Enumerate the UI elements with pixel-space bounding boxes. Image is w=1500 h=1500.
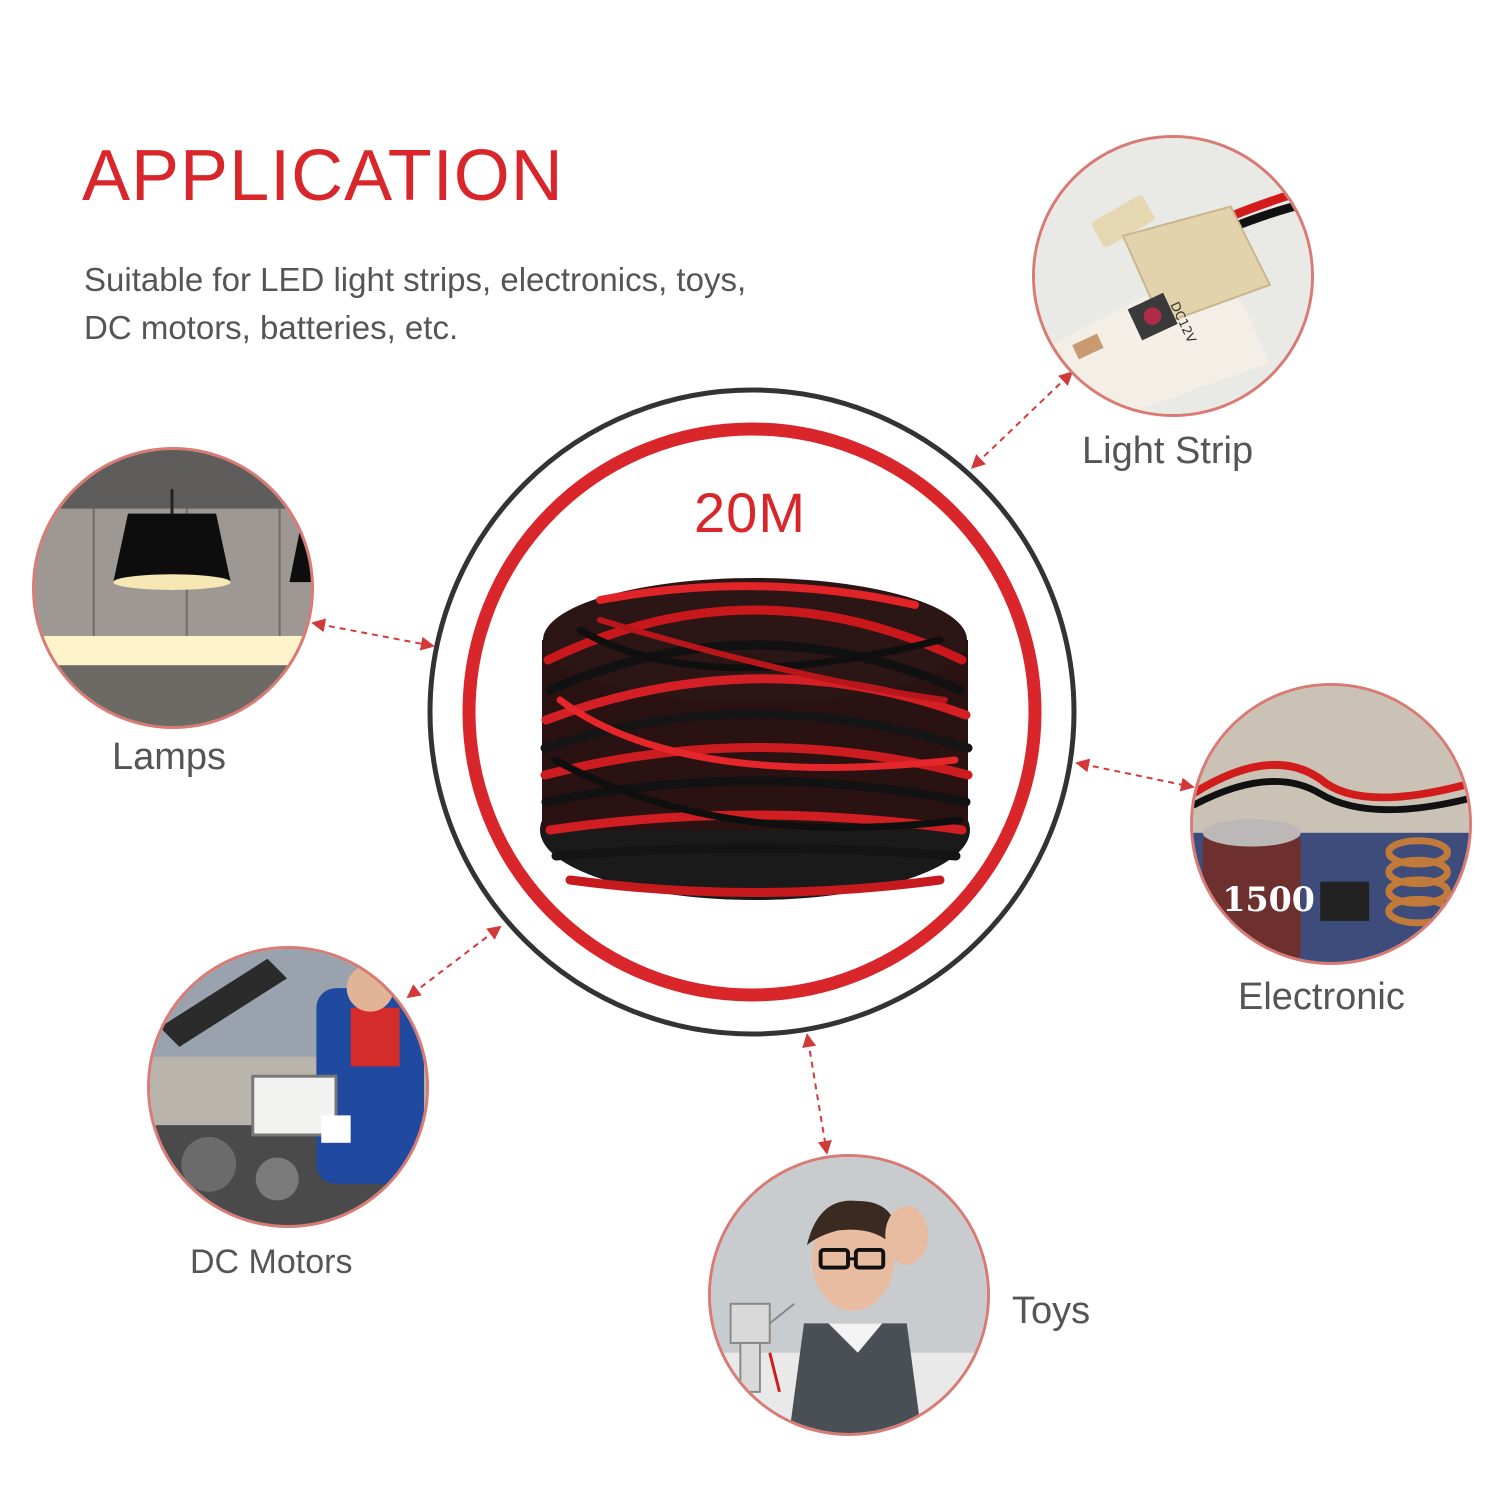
lamps-image — [32, 447, 314, 729]
toys-label: Toys — [1012, 1290, 1091, 1332]
dc-motors-label: DC Motors — [190, 1243, 353, 1281]
cable-length-label: 20M — [694, 481, 806, 544]
electronic-label: Electronic — [1238, 976, 1405, 1018]
lamps-label: Lamps — [112, 736, 227, 778]
inner-ring — [462, 422, 1042, 1002]
wire-coil-image — [540, 578, 973, 900]
connector-lamps — [311, 618, 435, 651]
page-title: APPLICATION — [82, 136, 564, 216]
description-line-2: DC motors, batteries, etc. — [84, 309, 459, 346]
light-strip-label: Light Strip — [1082, 430, 1254, 472]
electronic-image: 1500 — [1190, 683, 1472, 965]
capacitor-marking: 1500 — [1222, 880, 1315, 919]
toys-image — [708, 1154, 990, 1436]
light-strip-image: DC12V — [1032, 135, 1314, 417]
connector-dc-motors — [406, 925, 502, 999]
page-description: Suitable for LED light strips, electroni… — [84, 256, 884, 352]
outer-ring — [427, 387, 1077, 1037]
dc-motors-image — [147, 946, 429, 1228]
description-line-1: Suitable for LED light strips, electroni… — [84, 261, 747, 298]
connector-toys — [802, 1033, 832, 1155]
connector-light-strip — [970, 371, 1074, 469]
connector-electronic — [1075, 758, 1195, 792]
